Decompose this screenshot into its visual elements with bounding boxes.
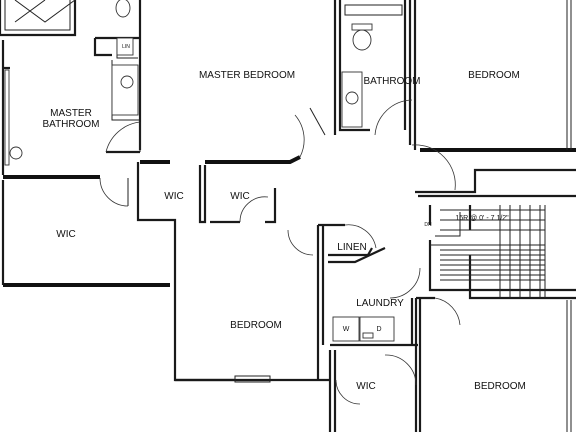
stair-direction: DN (424, 222, 432, 228)
room-master-bedroom: MASTER BEDROOM (199, 70, 295, 81)
room-bedroom-se: BEDROOM (474, 381, 526, 392)
room-linen: LINEN (337, 242, 366, 253)
room-wic-south: WIC (356, 381, 375, 392)
stair-note: 16R @ 0' - 7 1/2" (455, 215, 509, 222)
room-bedroom-center: BEDROOM (230, 320, 282, 331)
room-wic-center-right: WIC (230, 191, 249, 202)
dryer-panel (362, 332, 374, 339)
room-wic-center-left: WIC (164, 191, 183, 202)
room-labels: MASTER BEDROOM MASTER BATHROOM BATHROOM … (42, 70, 525, 392)
master-toilet (115, 0, 131, 18)
room-bathroom: BATHROOM (363, 76, 420, 87)
master-sink-2 (9, 146, 23, 160)
room-bedroom-ne: BEDROOM (468, 70, 520, 81)
bath-toilet (352, 29, 372, 51)
bath-sink (345, 91, 359, 105)
dryer-label: D (376, 326, 381, 333)
fixture-labels: LIN W D 16R @ 0' - 7 1/2" DN (122, 44, 509, 333)
master-tub (4, 69, 10, 166)
linen-shelf-label: LIN (122, 44, 130, 50)
room-laundry: LAUNDRY (356, 298, 404, 309)
washer-label: W (343, 326, 350, 333)
fixtures (4, 0, 395, 342)
room-wic-west: WIC (56, 229, 75, 240)
linen-shelf (116, 37, 134, 56)
doors (99, 99, 461, 405)
bath-toilet-tank (351, 23, 373, 31)
room-master-bathroom-line1: MASTER (50, 108, 92, 119)
master-vanity (111, 64, 139, 116)
room-master-bathroom-line2: BATHROOM (42, 119, 99, 130)
washer (332, 316, 360, 342)
master-sink-1 (120, 75, 134, 89)
